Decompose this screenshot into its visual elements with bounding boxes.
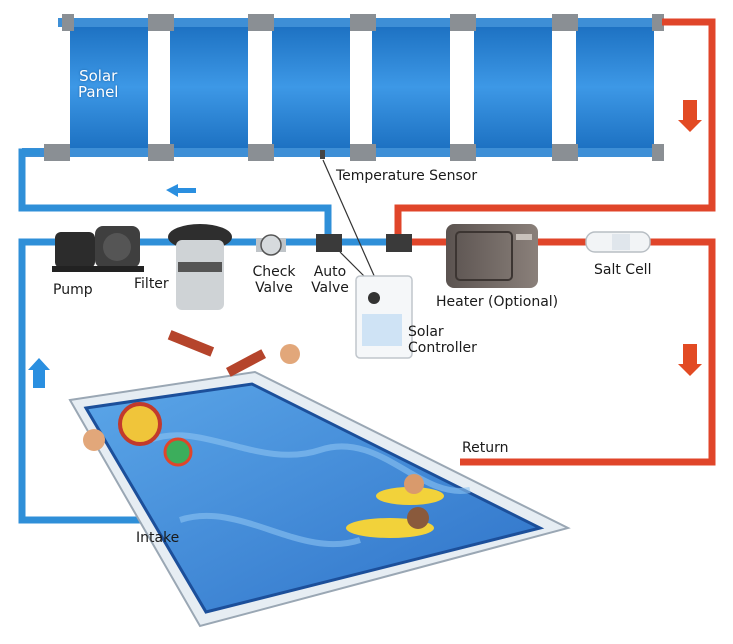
swimmer-head-4 bbox=[83, 429, 105, 451]
solar-panel-3 bbox=[272, 22, 350, 152]
flow-arrow-left-icon bbox=[166, 184, 196, 197]
beach-ball-small bbox=[163, 437, 193, 467]
solar-panel-array bbox=[70, 22, 654, 152]
pipe-couplers bbox=[44, 14, 664, 161]
heater-label: Heater (Optional) bbox=[436, 294, 559, 310]
filter-label: Filter bbox=[134, 276, 169, 292]
solar-panel-1 bbox=[70, 22, 148, 152]
return-pipe bbox=[404, 238, 716, 466]
check-valve-label-line-2: Valve bbox=[255, 280, 293, 296]
temperature-sensor-label: Temperature Sensor bbox=[336, 168, 478, 184]
flow-arrow-down-icon bbox=[678, 344, 702, 376]
diving-board-right bbox=[225, 349, 267, 377]
filter-icon bbox=[168, 224, 232, 310]
float-yellow-1 bbox=[376, 487, 444, 505]
solar-panel-label-line-1: Solar bbox=[79, 67, 118, 85]
auto-valve-label-line-2: Valve bbox=[311, 280, 349, 296]
check-valve-label: Check Valve bbox=[248, 264, 300, 296]
check-valve-icon bbox=[256, 234, 286, 256]
solar-panel-label-line-2: Panel bbox=[78, 83, 119, 101]
auto-valve-fitting bbox=[316, 234, 342, 252]
salt-cell-icon bbox=[585, 231, 651, 253]
auto-valve-label-line-1: Auto bbox=[313, 264, 347, 280]
heater-icon bbox=[446, 224, 538, 288]
solar-panel-label: Solar Panel bbox=[78, 68, 118, 100]
return-label: Return bbox=[462, 440, 509, 456]
pool-water bbox=[83, 382, 545, 614]
swimmer-head-2 bbox=[407, 507, 429, 529]
solar-panel-5 bbox=[474, 22, 552, 152]
bottom-header-pipe bbox=[22, 148, 658, 157]
solar-panel-2 bbox=[170, 22, 248, 152]
solar-controller-icon bbox=[355, 275, 413, 359]
beach-ball-large bbox=[118, 402, 162, 446]
check-valve-label-line-1: Check bbox=[252, 264, 296, 280]
flow-arrow-down-icon bbox=[678, 100, 702, 132]
heater-tee-fitting bbox=[386, 234, 412, 252]
solar-controller-label-line-2: Controller bbox=[408, 340, 477, 356]
hot-supply-pipe bbox=[394, 18, 716, 236]
pool-water-ripples bbox=[148, 432, 471, 548]
pump-icon bbox=[52, 226, 144, 272]
salt-cell-label: Salt Cell bbox=[594, 262, 652, 278]
sensor-wire bbox=[322, 159, 377, 281]
swimmer-head-3 bbox=[280, 344, 300, 364]
pump-label: Pump bbox=[53, 282, 93, 298]
intake-label: Intake bbox=[136, 530, 180, 546]
cold-return-to-panel-pipe bbox=[18, 148, 332, 238]
flow-arrow-up-icon bbox=[28, 358, 50, 388]
solar-panel-4 bbox=[372, 22, 450, 152]
solar-controller-label: Solar Controller bbox=[408, 324, 477, 356]
solar-controller-label-line-1: Solar bbox=[408, 324, 444, 340]
pool bbox=[68, 330, 571, 628]
intake-pipe bbox=[18, 238, 140, 524]
swimmer-head-1 bbox=[404, 474, 424, 494]
diving-board-left bbox=[167, 330, 215, 357]
auto-valve-label: Auto Valve bbox=[308, 264, 352, 296]
solar-panel-6 bbox=[576, 22, 654, 152]
temperature-sensor-icon bbox=[320, 150, 325, 159]
